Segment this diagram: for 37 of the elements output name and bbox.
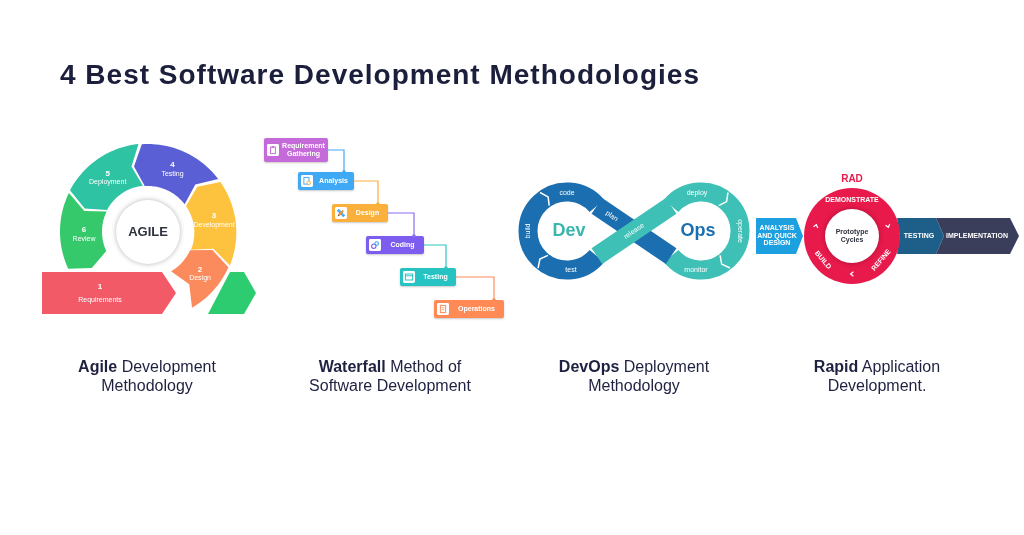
process-step [756,218,803,254]
step-box [366,236,424,254]
cycle-segment [134,144,219,205]
center-circle [116,200,180,264]
segment-number: 5 [105,169,110,179]
connector-line [387,212,416,238]
segment-number: 2 [197,265,203,275]
step-box [298,172,354,190]
cycle-segment [42,272,176,314]
process-step [936,218,1019,254]
connector-line [327,149,346,174]
cycle-segment [70,144,144,211]
step-box [264,138,328,162]
cycle-segment [185,181,236,265]
connector-line [455,276,496,302]
connector-line [423,244,448,270]
caption: Rapid Application Development. [812,357,942,395]
loop-title: Dev [552,221,586,241]
connector-line [353,180,380,206]
step-box [400,268,456,286]
process-step [897,218,944,254]
step-box [434,300,504,318]
segment-number: 4 [170,160,175,170]
diagram-heading: RAD [841,172,863,184]
title: 4 Best Software Development Methodologies [60,59,700,91]
center-label: AGILE [128,224,168,240]
step-box [332,204,388,222]
loop-title: Ops [680,221,716,241]
caption: Waterfall Method of Software Development [308,357,472,395]
segment-number: 6 [81,225,87,235]
caption: DevOps Deployment Methodology [557,357,711,395]
cycle-segment [60,193,107,270]
cycle-ring [804,188,900,284]
caption: Agile Development Methodology [77,357,217,395]
segment-number: 1 [97,282,103,292]
segment-number: 3 [211,212,217,221]
cycle-segment [171,250,229,309]
